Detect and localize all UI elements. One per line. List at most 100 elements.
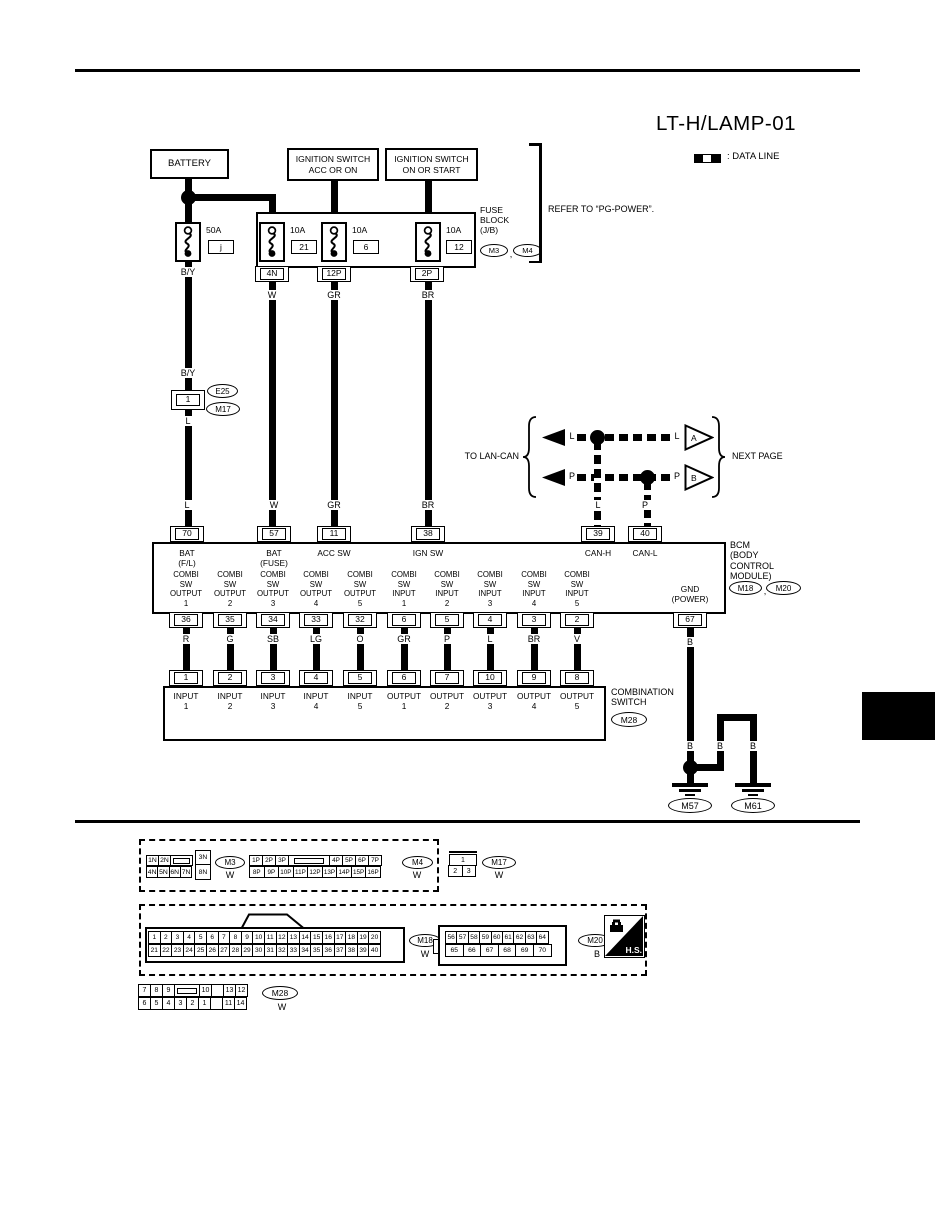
ground-ref-m61: M61 [731, 798, 775, 813]
fuse-slot: 12 [446, 240, 472, 254]
bcm-function-label: COMBI SW INPUT 2 [434, 570, 460, 608]
pin-number: 11 [322, 528, 346, 540]
fuse-slot: 21 [291, 240, 317, 254]
switch-pin: 9 [517, 670, 551, 686]
wire-color-label: LG [298, 634, 334, 644]
fuse-icon [259, 222, 285, 262]
refer-bracket-tick [529, 260, 541, 263]
wire [686, 628, 694, 767]
connector-ref-m17: M17 [482, 856, 516, 869]
switch-pin: 1 [169, 670, 203, 686]
wire-color-label: P [623, 500, 667, 510]
pin-number: 6 [392, 614, 416, 626]
connector-cell: 70 [532, 944, 552, 957]
wire-color-label: GR [316, 290, 352, 301]
hs-label: H.S. [625, 945, 642, 955]
combi-column-3: COMBI SW OUTPUT 3 34 SB 3 INPUT 3 [251, 570, 295, 735]
wire-color-label: L [165, 500, 209, 510]
page-title: LT-H/LAMP-01 [656, 112, 797, 135]
bcm-pin: 57 [257, 526, 291, 542]
wire-color-label: L [674, 431, 680, 441]
bcm-pin: 33 [299, 612, 333, 628]
connector-ref-m4: M4 [402, 856, 433, 869]
wire [188, 193, 276, 201]
connector-glyph-icon [610, 919, 623, 932]
ground-ref-m57: M57 [668, 798, 712, 813]
junction-dot [640, 470, 655, 485]
wire-color-label: R [168, 634, 204, 644]
switch-function-label: INPUT 3 [260, 691, 286, 712]
fuse-rating: 50A [206, 225, 222, 235]
connector-cell: 64 [536, 931, 549, 944]
data-line [594, 441, 601, 526]
fuse-rating: 10A [446, 225, 462, 235]
connector-color: W [420, 949, 430, 959]
bcm-function-label: COMBI SW INPUT 4 [521, 570, 547, 608]
combination-switch-name: COMBINATION SWITCH [611, 687, 674, 708]
connector-cell [288, 855, 330, 866]
wire [330, 282, 338, 526]
wire-color-label: BR [516, 634, 552, 644]
connector-cell: 16P [365, 866, 381, 878]
wire [400, 628, 408, 670]
connector-cell: 12P [307, 866, 323, 878]
top-rule [75, 69, 860, 72]
connector-color: B [593, 949, 600, 959]
bcm-box [152, 542, 726, 614]
refer-bracket-tick [529, 143, 541, 146]
switch-function-label: OUTPUT 1 [386, 691, 422, 712]
bcm-pin: 32 [343, 612, 377, 628]
switch-pin: 8 [560, 670, 594, 686]
wire-color-label: W [254, 290, 290, 301]
combination-switch-box [163, 686, 606, 741]
connector-cell: 23 [171, 944, 184, 957]
pin-number: 57 [262, 528, 286, 540]
data-line-symbol [694, 154, 721, 163]
switch-function-label: OUTPUT 5 [559, 691, 595, 712]
wire-color-label: BR [410, 290, 446, 301]
wire [268, 282, 276, 526]
fuse-slot: j [208, 240, 234, 254]
connector-color: W [225, 870, 235, 880]
combi-column-1: COMBI SW OUTPUT 1 36 R 1 INPUT 1 [164, 570, 208, 735]
bcm-function-label: ACC SW [317, 548, 351, 558]
connector-cell: 61 [501, 931, 515, 944]
junction-dot [180, 190, 196, 205]
connector-cell: 5P [342, 855, 356, 866]
connector-cell: 4 [182, 931, 196, 944]
connector-ref-m18: M18 [729, 581, 762, 595]
pin-number: 2P [415, 268, 439, 280]
bcm-top-pin-38: BR 38 IGN SW [406, 500, 450, 570]
wire-color-label: GR [386, 634, 422, 644]
pin-number: 2 [218, 672, 242, 684]
connector-cell: 9P [263, 866, 280, 878]
bcm-top-pin-70: L 70 BAT (F/L) [165, 500, 209, 570]
wire [269, 628, 277, 670]
ground-symbol [733, 783, 773, 799]
switch-pin: 5 [343, 670, 377, 686]
refer-bracket [539, 143, 542, 263]
combi-column-8: COMBI SW INPUT 3 4 L 10 OUTPUT 3 [468, 570, 512, 735]
page-ref-triangle-b: B [684, 463, 715, 492]
pin-number: 7 [435, 672, 459, 684]
connector-cell: 3P [275, 855, 289, 866]
connector-group-box [139, 904, 647, 976]
bcm-function-label: BAT (F/L) [178, 548, 196, 569]
data-line [577, 474, 673, 481]
pin-number: 10 [478, 672, 502, 684]
separator-rule [75, 820, 860, 823]
switch-pin: 2 [213, 670, 247, 686]
wire-color-label: B [741, 741, 765, 752]
bcm-pin: 5 [430, 612, 464, 628]
connector-cell [170, 855, 193, 866]
connector-cell: 20 [368, 931, 381, 944]
pin-number: 6 [392, 672, 416, 684]
bcm-function-label: BAT (FUSE) [260, 548, 288, 569]
connector-group-box [139, 839, 439, 892]
wire-color-label: L [576, 500, 620, 510]
to-lan-can-label: TO LAN-CAN [464, 451, 519, 461]
